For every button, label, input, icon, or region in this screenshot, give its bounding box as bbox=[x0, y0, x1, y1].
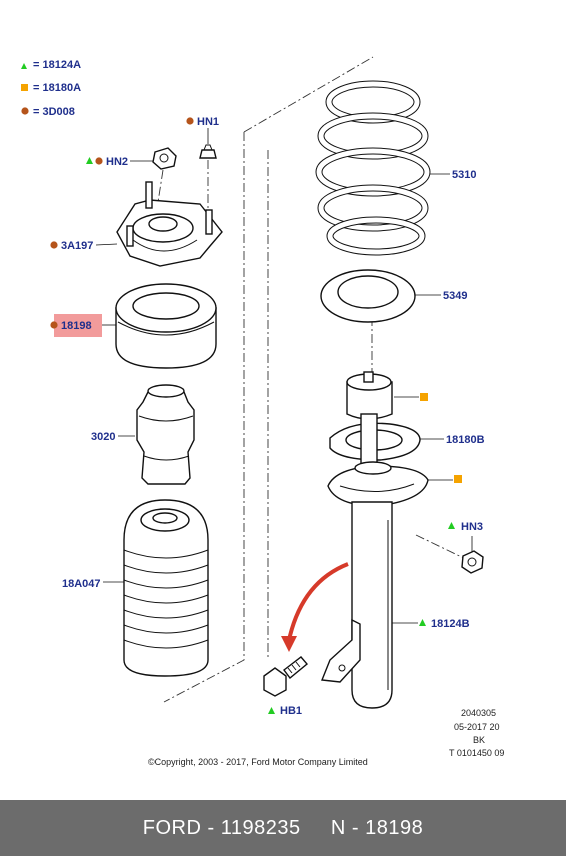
meta-line-3: BK bbox=[473, 735, 485, 745]
legend-item-circle: = 3D008 bbox=[33, 106, 75, 118]
drawing-meta: 2040305 05-2017 20 BK T 0101450 09 bbox=[449, 708, 504, 758]
label-hb1: HB1 bbox=[280, 705, 302, 717]
hn2-circle-icon bbox=[95, 157, 103, 165]
part-18124b-strut-body: 18124B bbox=[321, 501, 470, 709]
highlight-18198 bbox=[54, 314, 102, 337]
part-3020-bump-stop: 3020 bbox=[91, 384, 195, 485]
label-5310: 5310 bbox=[452, 169, 476, 181]
part-5349-insulator: 5349 bbox=[320, 269, 467, 323]
legend-item-triangle: = 18124A bbox=[33, 59, 81, 71]
nut-hn1: HN1 bbox=[186, 116, 219, 210]
footer-bar: FORD - 1198235 N - 18198 bbox=[0, 800, 566, 856]
part-lower-spring-seat bbox=[327, 461, 462, 507]
hn1-circle-icon bbox=[186, 117, 194, 125]
label-18180b: 18180B bbox=[446, 434, 485, 446]
legend: = 18124A = 18180A = 3D008 bbox=[21, 59, 81, 118]
label-hn2: HN2 bbox=[106, 156, 128, 168]
part-18198-bearing: 18198 bbox=[50, 283, 217, 369]
legend-square-icon bbox=[21, 84, 28, 91]
part-3a197-top-mount: 3A197 bbox=[50, 181, 223, 267]
legend-item-square: = 18180A bbox=[33, 82, 81, 94]
label-3020: 3020 bbox=[91, 431, 115, 443]
part-18a047-boot: 18A047 bbox=[62, 499, 209, 677]
hn3-triangle-icon bbox=[448, 522, 455, 529]
meta-line-1: 2040305 bbox=[461, 708, 496, 718]
legend-triangle-icon bbox=[21, 63, 27, 69]
label-5349: 5349 bbox=[443, 290, 467, 302]
bolt-hb1: HB1 bbox=[263, 562, 349, 717]
arrow-head-icon bbox=[281, 636, 297, 652]
nut-hn3: HN3 bbox=[448, 521, 484, 574]
label-3a197: 3A197 bbox=[61, 240, 93, 252]
18124b-triangle-icon bbox=[419, 619, 426, 626]
label-18a047: 18A047 bbox=[62, 578, 101, 590]
exploded-parts-diagram: = 18124A = 18180A = 3D008 HN1 HN2 3A197 bbox=[21, 56, 504, 767]
copyright-notice: ©Copyright, 2003 - 2017, Ford Motor Comp… bbox=[148, 757, 368, 767]
label-hn1: HN1 bbox=[197, 116, 219, 128]
label-18124b: 18124B bbox=[431, 618, 470, 630]
label-hn3: HN3 bbox=[461, 521, 483, 533]
label-18198: 18198 bbox=[61, 320, 92, 332]
footer-part-number: FORD - 1198235 N - 18198 bbox=[142, 816, 424, 839]
lower-seat-square-icon bbox=[454, 475, 462, 483]
part-strut-top-seat bbox=[346, 371, 428, 420]
installation-arrow bbox=[287, 562, 349, 641]
legend-circle-icon bbox=[21, 107, 29, 115]
part-5310-coil-spring: 5310 bbox=[315, 80, 476, 256]
part-18180b-spring-seat: 18180B bbox=[329, 422, 485, 461]
meta-line-2: 05-2017 20 bbox=[454, 722, 500, 732]
seat-square-icon bbox=[420, 393, 428, 401]
meta-line-4: T 0101450 09 bbox=[449, 748, 504, 758]
hb1-triangle-icon bbox=[268, 707, 275, 714]
3a197-circle-icon bbox=[50, 241, 58, 249]
hn2-triangle-icon bbox=[86, 157, 93, 164]
18198-circle-icon bbox=[50, 321, 58, 329]
